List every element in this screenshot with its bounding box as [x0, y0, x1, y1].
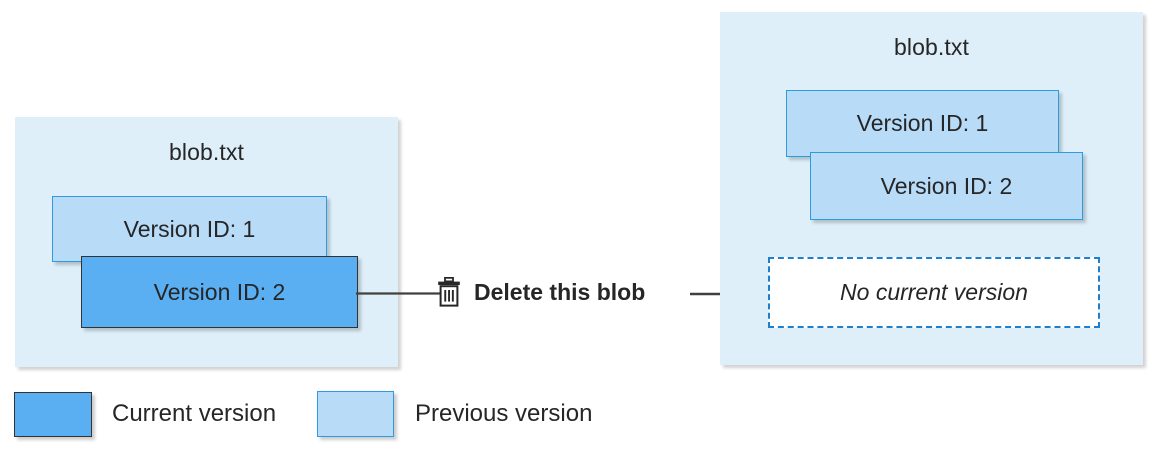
delete-action-label: Delete this blob: [474, 279, 646, 305]
version-card-after-2: Version ID: 2: [810, 152, 1083, 220]
blob-name-after: blob.txt: [894, 34, 969, 60]
no-current-version-label: No current version: [840, 279, 1028, 305]
version-card-label: Version ID: 2: [153, 278, 286, 305]
trash-icon: [438, 277, 460, 307]
version-card-label: Version ID: 1: [856, 110, 989, 136]
legend-swatch-current-version: [14, 392, 92, 437]
legend-label-previous-version: Previous version: [415, 400, 593, 427]
legend-label-current-version: Current version: [112, 400, 277, 427]
version-card-after-1: Version ID: 1: [786, 90, 1059, 157]
connector-line-left: [356, 292, 440, 295]
version-card-before-1: Version ID: 1: [52, 196, 327, 262]
version-card-before-2: Version ID: 2: [81, 256, 358, 328]
blob-name-before: blob.txt: [169, 139, 244, 165]
no-current-version-box: No current version: [768, 257, 1100, 328]
version-card-label: Version ID: 1: [123, 215, 256, 242]
legend-swatch-previous-version: [317, 391, 394, 437]
version-card-label: Version ID: 2: [880, 172, 1013, 199]
